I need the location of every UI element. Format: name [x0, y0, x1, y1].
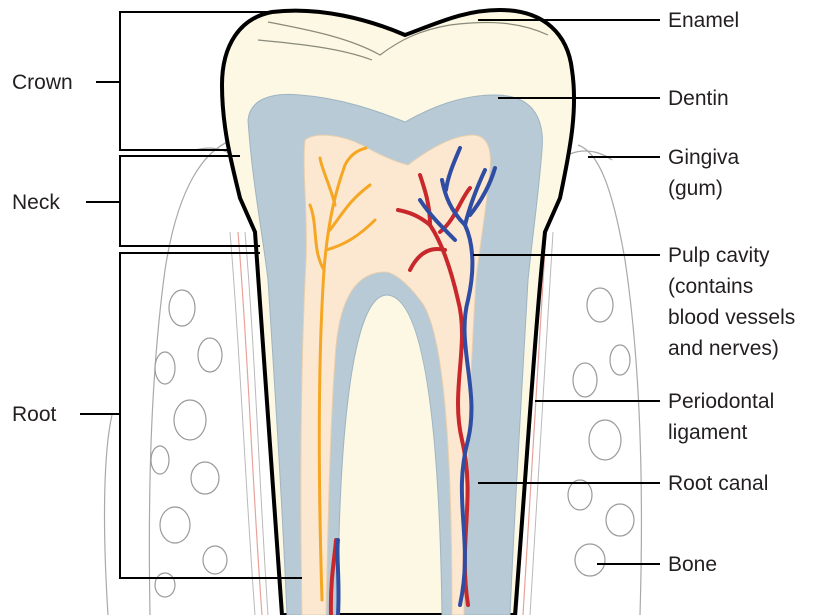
dentin-label: Dentin	[668, 87, 729, 110]
root-label: Root	[12, 403, 57, 426]
pulp-cavity-label-line2: (contains	[668, 275, 753, 298]
pulp-cavity-label-line3: blood vessels	[668, 306, 795, 329]
bone-label: Bone	[668, 553, 717, 576]
neck-label: Neck	[12, 191, 60, 214]
crown-label: Crown	[12, 71, 73, 94]
pulp-cavity-label-line4: and nerves)	[668, 337, 779, 360]
gingiva-label-line1: Gingiva	[668, 146, 740, 169]
root-canal-label: Root canal	[668, 472, 768, 495]
periodontal-label-line1: Periodontal	[668, 390, 774, 413]
periodontal-label-line2: ligament	[668, 421, 748, 444]
gingiva-label-line2: (gum)	[668, 177, 723, 200]
pulp-cavity-label-line1: Pulp cavity	[668, 244, 770, 267]
enamel-label: Enamel	[668, 9, 739, 32]
